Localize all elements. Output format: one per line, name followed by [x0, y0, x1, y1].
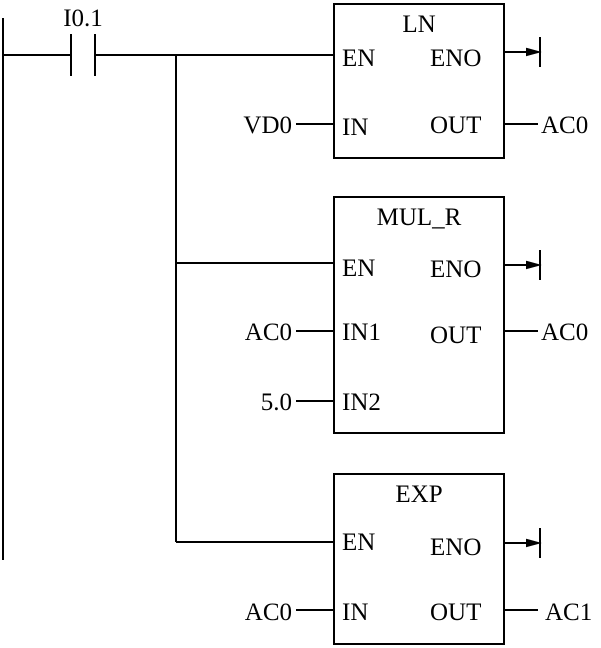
contact-i0-1[interactable]: I0.1 — [63, 5, 103, 76]
arrow-right-icon — [526, 538, 542, 548]
pin-in: IN — [342, 599, 368, 626]
arrow-right-icon — [526, 47, 542, 57]
operand-mul-r-in2: 5.0 — [261, 389, 292, 416]
block-ln[interactable]: LN EN ENO IN OUT — [333, 3, 505, 159]
block-exp-box — [333, 473, 505, 645]
pin-en: EN — [342, 255, 375, 282]
pin-in1: IN1 — [342, 319, 381, 346]
operand-ln-out: AC0 — [541, 112, 588, 139]
eno-arrow-mul-r — [504, 250, 542, 280]
pin-out: OUT — [430, 322, 481, 349]
block-exp-title: EXP — [395, 481, 442, 508]
operand-exp-out: AC1 — [545, 599, 592, 626]
pin-eno: ENO — [430, 256, 481, 283]
block-mul-r-title: MUL_R — [377, 204, 462, 231]
block-mul-r-box — [333, 196, 505, 434]
arrow-right-icon — [526, 260, 542, 270]
block-ln-title: LN — [402, 11, 435, 38]
pin-eno: ENO — [430, 45, 481, 72]
eno-arrow-exp — [504, 528, 542, 558]
block-ln-box — [333, 3, 505, 159]
block-exp[interactable]: EXP EN ENO IN OUT — [333, 473, 505, 645]
pin-in: IN — [342, 114, 368, 141]
operand-exp-in: AC0 — [245, 599, 292, 626]
pin-eno: ENO — [430, 534, 481, 561]
pin-en: EN — [342, 45, 375, 72]
pin-en: EN — [342, 529, 375, 556]
operand-ln-in: VD0 — [243, 112, 292, 139]
block-mul-r[interactable]: MUL_R EN ENO IN1 OUT IN2 — [333, 196, 505, 434]
contact-label: I0.1 — [63, 5, 103, 32]
pin-out: OUT — [430, 112, 481, 139]
pin-out: OUT — [430, 599, 481, 626]
operand-mul-r-in1: AC0 — [245, 319, 292, 346]
pin-in2: IN2 — [342, 389, 381, 416]
eno-arrow-ln — [504, 37, 542, 67]
operand-mul-r-out: AC0 — [541, 319, 588, 346]
